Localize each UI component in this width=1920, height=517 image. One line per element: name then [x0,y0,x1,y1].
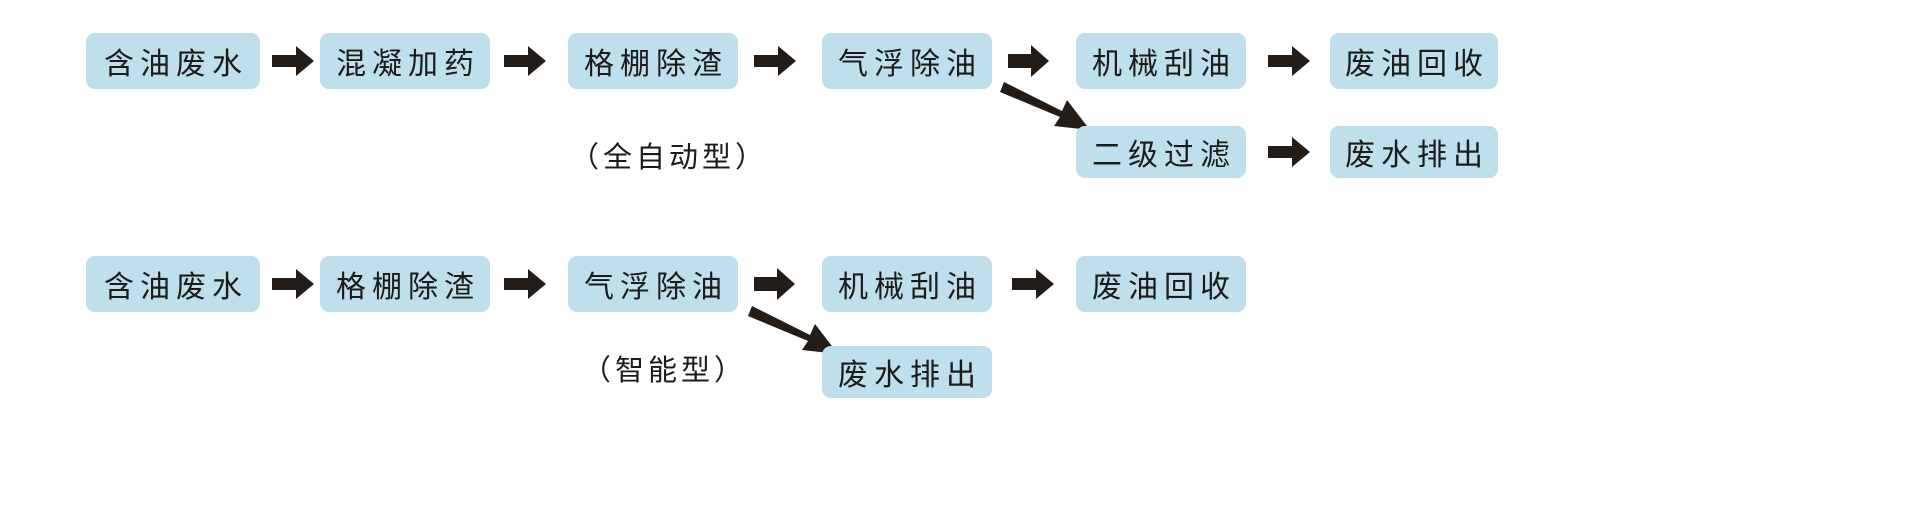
node-r1-skimming[interactable]: 机械刮油 [1076,33,1246,89]
arrow-right-icon [502,263,548,305]
node-r1-coagulation[interactable]: 混凝加药 [320,33,490,89]
node-r1-flotation[interactable]: 气浮除油 [822,33,992,89]
node-r2-flotation[interactable]: 气浮除油 [568,256,738,312]
arrow-right-icon [270,263,316,305]
node-r1-screening[interactable]: 格棚除渣 [568,33,738,89]
arrow-right-icon [752,263,798,305]
caption-row1: （全自动型） [570,142,769,174]
arrow-right-icon [1006,40,1052,82]
node-r2-effluent[interactable]: 废水排出 [822,346,992,398]
node-r1-influent[interactable]: 含油废水 [86,33,260,89]
arrow-down-right-icon [748,302,844,358]
arrow-right-icon [270,40,316,82]
caption-row2: （智能型） [582,355,748,387]
arrow-right-icon [752,40,798,82]
node-r2-oil-recovery[interactable]: 废油回收 [1076,256,1246,312]
node-r2-influent[interactable]: 含油废水 [86,256,260,312]
node-r2-screening[interactable]: 格棚除渣 [320,256,490,312]
node-r1-secondary-filter[interactable]: 二级过滤 [1076,126,1246,178]
node-r1-effluent[interactable]: 废水排出 [1330,126,1498,178]
arrow-right-icon [502,40,548,82]
arrow-right-icon [1266,40,1312,82]
node-r2-skimming[interactable]: 机械刮油 [822,256,992,312]
node-r1-oil-recovery[interactable]: 废油回收 [1330,33,1498,89]
arrow-right-icon [1010,263,1056,305]
arrow-right-icon [1266,131,1312,173]
arrow-down-right-icon [1000,78,1096,134]
